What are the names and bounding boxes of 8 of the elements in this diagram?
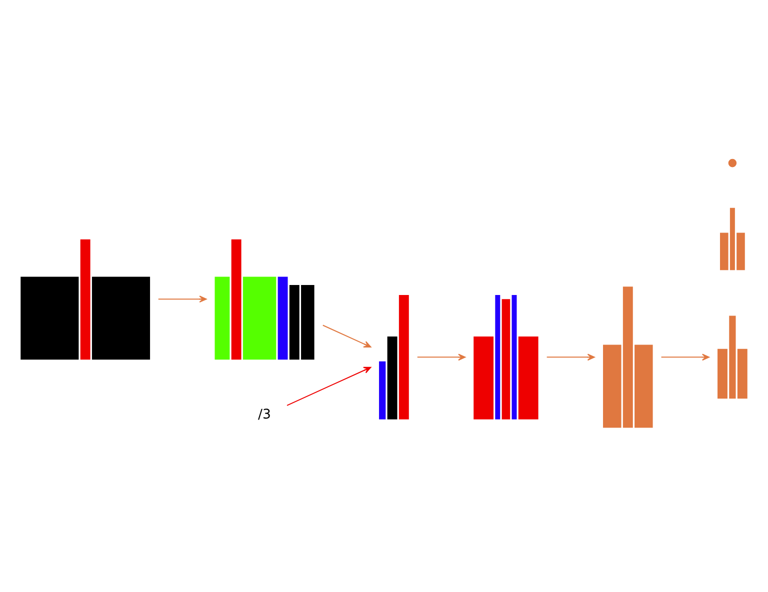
arrow <box>158 296 207 303</box>
arrow <box>286 366 372 406</box>
arrow <box>660 354 710 361</box>
node-text: /3 <box>258 407 271 422</box>
arrow <box>546 354 595 361</box>
node-circle <box>728 158 737 168</box>
arrow <box>416 354 466 361</box>
arrow <box>322 324 372 348</box>
